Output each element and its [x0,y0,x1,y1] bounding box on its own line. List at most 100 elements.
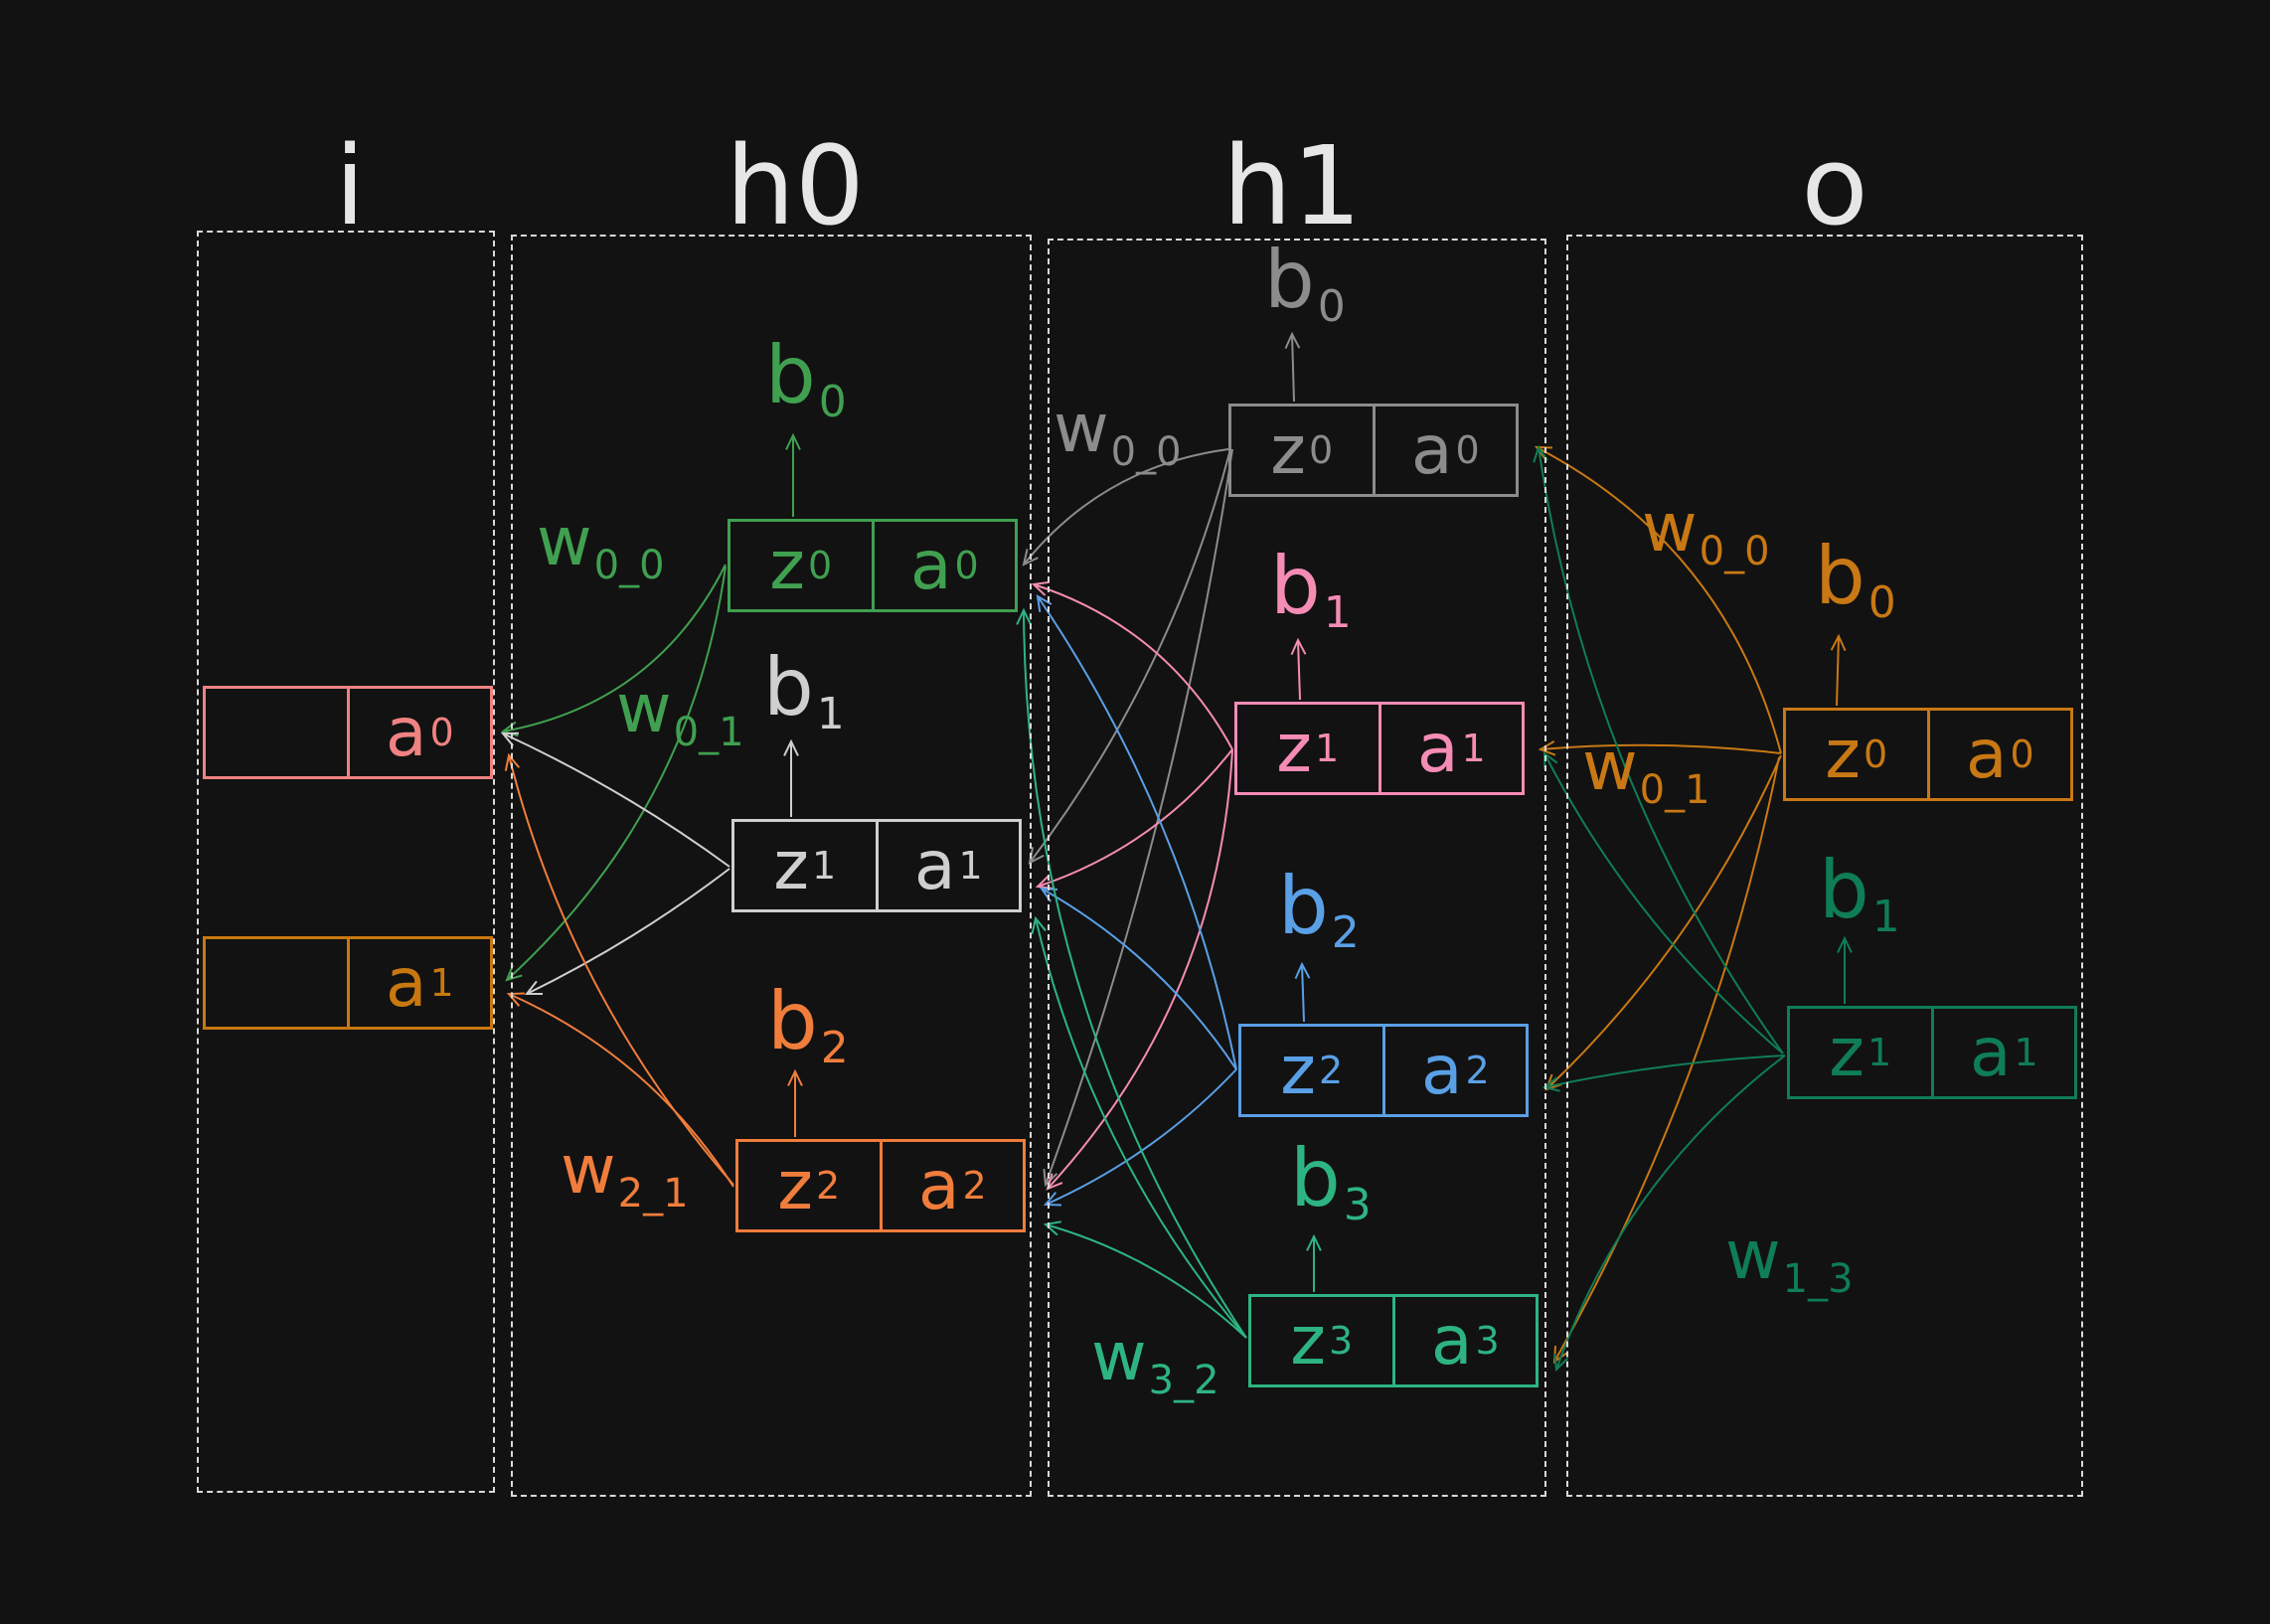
arrow-h1-0-to-h0-0 [1023,448,1229,566]
arrow-h1-0-to-h0-2-head [1043,1168,1058,1188]
weight-label-3-base: w [1054,390,1109,468]
neuron-h1-0-a-sub: 0 [1455,428,1480,472]
weight-label-h0-w0_1: w0_1 [616,676,744,755]
arrow-h0-1-to-i-1 [526,868,730,995]
bias-o-0-sub: 0 [1867,577,1896,628]
neuron-o-0-a-base: a [1965,715,2008,794]
neuron-h1-2-z-sub: 2 [1319,1049,1344,1092]
bias-h0-2-base: b [767,975,818,1067]
bias-arrow-h0-0-head [785,432,801,450]
bias-arrow-h0-2-head [787,1068,803,1086]
arrow-h0-2-to-i-1-head [506,992,526,1007]
neuron-h0-1-a-sub: 1 [958,844,983,888]
neuron-h0-2-z-base: z [777,1146,813,1225]
weight-label-h0-w2_1: w2_1 [561,1137,689,1217]
arrow-o-0-to-h1-3-head [1552,1345,1568,1365]
arrow-h1-3-to-h0-1 [1035,917,1247,1339]
arrow-h0-2-to-i-0-head [504,752,521,771]
arrow-h0-0-to-i-0 [502,564,727,732]
bias-label-o-0: b0 [1815,537,1896,625]
neuron-h0-0-z-sub: 0 [808,544,833,587]
arrow-o-0-to-h1-0 [1536,446,1782,754]
arrow-h0-1-to-i-1-head [524,980,544,996]
bias-h1-1-base: b [1270,540,1321,632]
arrow-o-1-to-h1-3-head [1553,1353,1569,1373]
arrow-h1-1-to-h0-0 [1033,583,1233,750]
neuron-o-1-a-base: a [1969,1013,2012,1092]
weight-label-h1-w0_0: w0_0 [1054,396,1182,473]
layer-frame-o [1566,235,2083,1497]
neuron-h1-1-z-base: z [1276,709,1312,788]
neuron-o-0-z-base: z [1825,715,1861,794]
layer-frame-h0 [511,235,1032,1497]
arrow-h1-3-to-h0-2 [1045,1223,1247,1339]
neuron-h1-0-z-sub: 0 [1309,428,1334,472]
arrow-h0-0-to-i-1-head [505,964,523,982]
arrow-h1-2-to-h0-1 [1041,888,1237,1070]
arrow-o-0-to-h1-1-head [1538,740,1556,756]
arrow-h1-0-to-h0-1 [1029,448,1231,864]
neuron-h0-2-a-sub: 2 [962,1164,987,1208]
arrow-h1-1-to-h0-1 [1037,748,1233,888]
layer-title-h0: h0 [726,122,865,249]
arrow-h0-1-to-i-0-head [500,731,520,746]
bias-arrow-h1-0-head [1284,331,1301,350]
layer-frame-i [197,231,495,1493]
bias-arrow-h1-1 [1297,639,1301,701]
layer-frame-h1 [1048,239,1546,1497]
neuron-o-1-z-base: z [1829,1013,1865,1092]
arrow-h0-0-to-i-1 [506,566,727,981]
weight-label-6-sub: 0_1 [1639,767,1710,813]
bias-o-1-base: b [1819,844,1869,936]
bias-arrow-h1-1-head [1290,637,1307,656]
arrow-h1-1-to-h0-0-head [1031,580,1050,596]
bias-h0-2-sub: 2 [820,1023,849,1073]
weight-label-6-base: w [1582,728,1638,806]
bias-arrow-h1-0 [1291,333,1295,403]
arrow-h1-3-to-h0-2-head [1043,1220,1061,1236]
weight-label-1-base: w [616,670,672,748]
arrow-h1-3-to-h0-0-head [1016,607,1032,625]
bias-label-h1-3: b3 [1290,1139,1372,1227]
arrow-h1-3-to-h0-1-head [1031,915,1047,934]
bias-h1-0-sub: 0 [1317,281,1346,332]
neuron-h0-1-a-base: a [913,826,956,905]
arrow-o-0-to-h1-2 [1545,754,1782,1090]
arrow-o-0-to-h1-0-head [1534,445,1553,461]
arrow-h0-2-to-i-0 [508,754,734,1186]
weight-label-1-sub: 0_1 [673,710,744,755]
bias-h1-2-base: b [1278,860,1329,952]
weight-label-2-sub: 2_1 [617,1171,689,1217]
neuron-h0-1-z-sub: 1 [812,844,837,888]
neuron-h1-1-z-sub: 1 [1315,727,1340,770]
neuron-h0-0-z-base: z [769,526,805,605]
arrow-o-0-to-h1-1 [1540,743,1782,754]
bias-h1-1-sub: 1 [1323,587,1352,638]
weight-label-4-base: w [1091,1318,1147,1396]
neuron-o-1-z-sub: 1 [1867,1031,1892,1074]
arrow-o-0-to-h1-2-head [1544,1073,1562,1091]
bias-h0-1-sub: 1 [816,689,845,739]
neuron-i-1-a-sub: 1 [429,961,454,1005]
neuron-o-0-z-sub: 0 [1864,732,1888,776]
weight-label-2-base: w [561,1131,616,1210]
weight-label-5-sub: 0_0 [1699,529,1770,574]
